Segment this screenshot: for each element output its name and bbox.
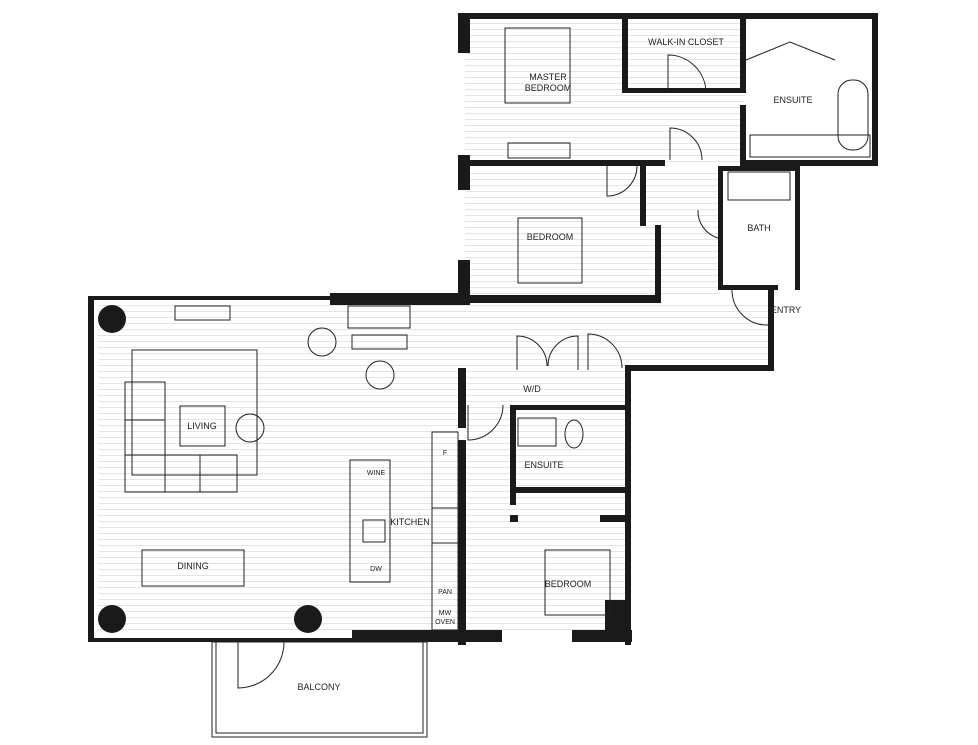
label-master-bedroom-1: MASTER [529,72,567,82]
label-fridge: F [443,450,447,457]
furniture [124,27,871,631]
label-dining: DINING [177,561,209,571]
label-balcony: BALCONY [297,682,340,692]
label-bath: BATH [747,223,770,233]
doors [467,54,769,441]
walls [88,13,878,645]
label-master-ensuite: ENSUITE [773,95,812,105]
label-bedroom-3: BEDROOM [545,579,592,589]
label-oven: OVEN [435,619,455,626]
label-pantry: PAN [438,589,452,596]
label-dw: DW [370,566,382,573]
label-wine: WINE [367,470,386,477]
label-master-bedroom-2: BEDROOM [525,83,572,93]
label-wd: W/D [523,384,541,394]
floor-areas [98,18,768,632]
room-labels: MASTER BEDROOM WALK-IN CLOSET ENSUITE BE… [177,37,812,692]
label-ensuite-2: ENSUITE [524,460,563,470]
label-mw: MW [439,610,452,617]
label-entry: ENTRY [771,305,801,315]
balcony [211,641,428,738]
label-bedroom-2: BEDROOM [527,232,574,242]
label-walk-in-closet: WALK-IN CLOSET [648,37,724,47]
label-living: LIVING [187,421,217,431]
columns [98,305,322,633]
label-kitchen: KITCHEN [390,517,430,527]
